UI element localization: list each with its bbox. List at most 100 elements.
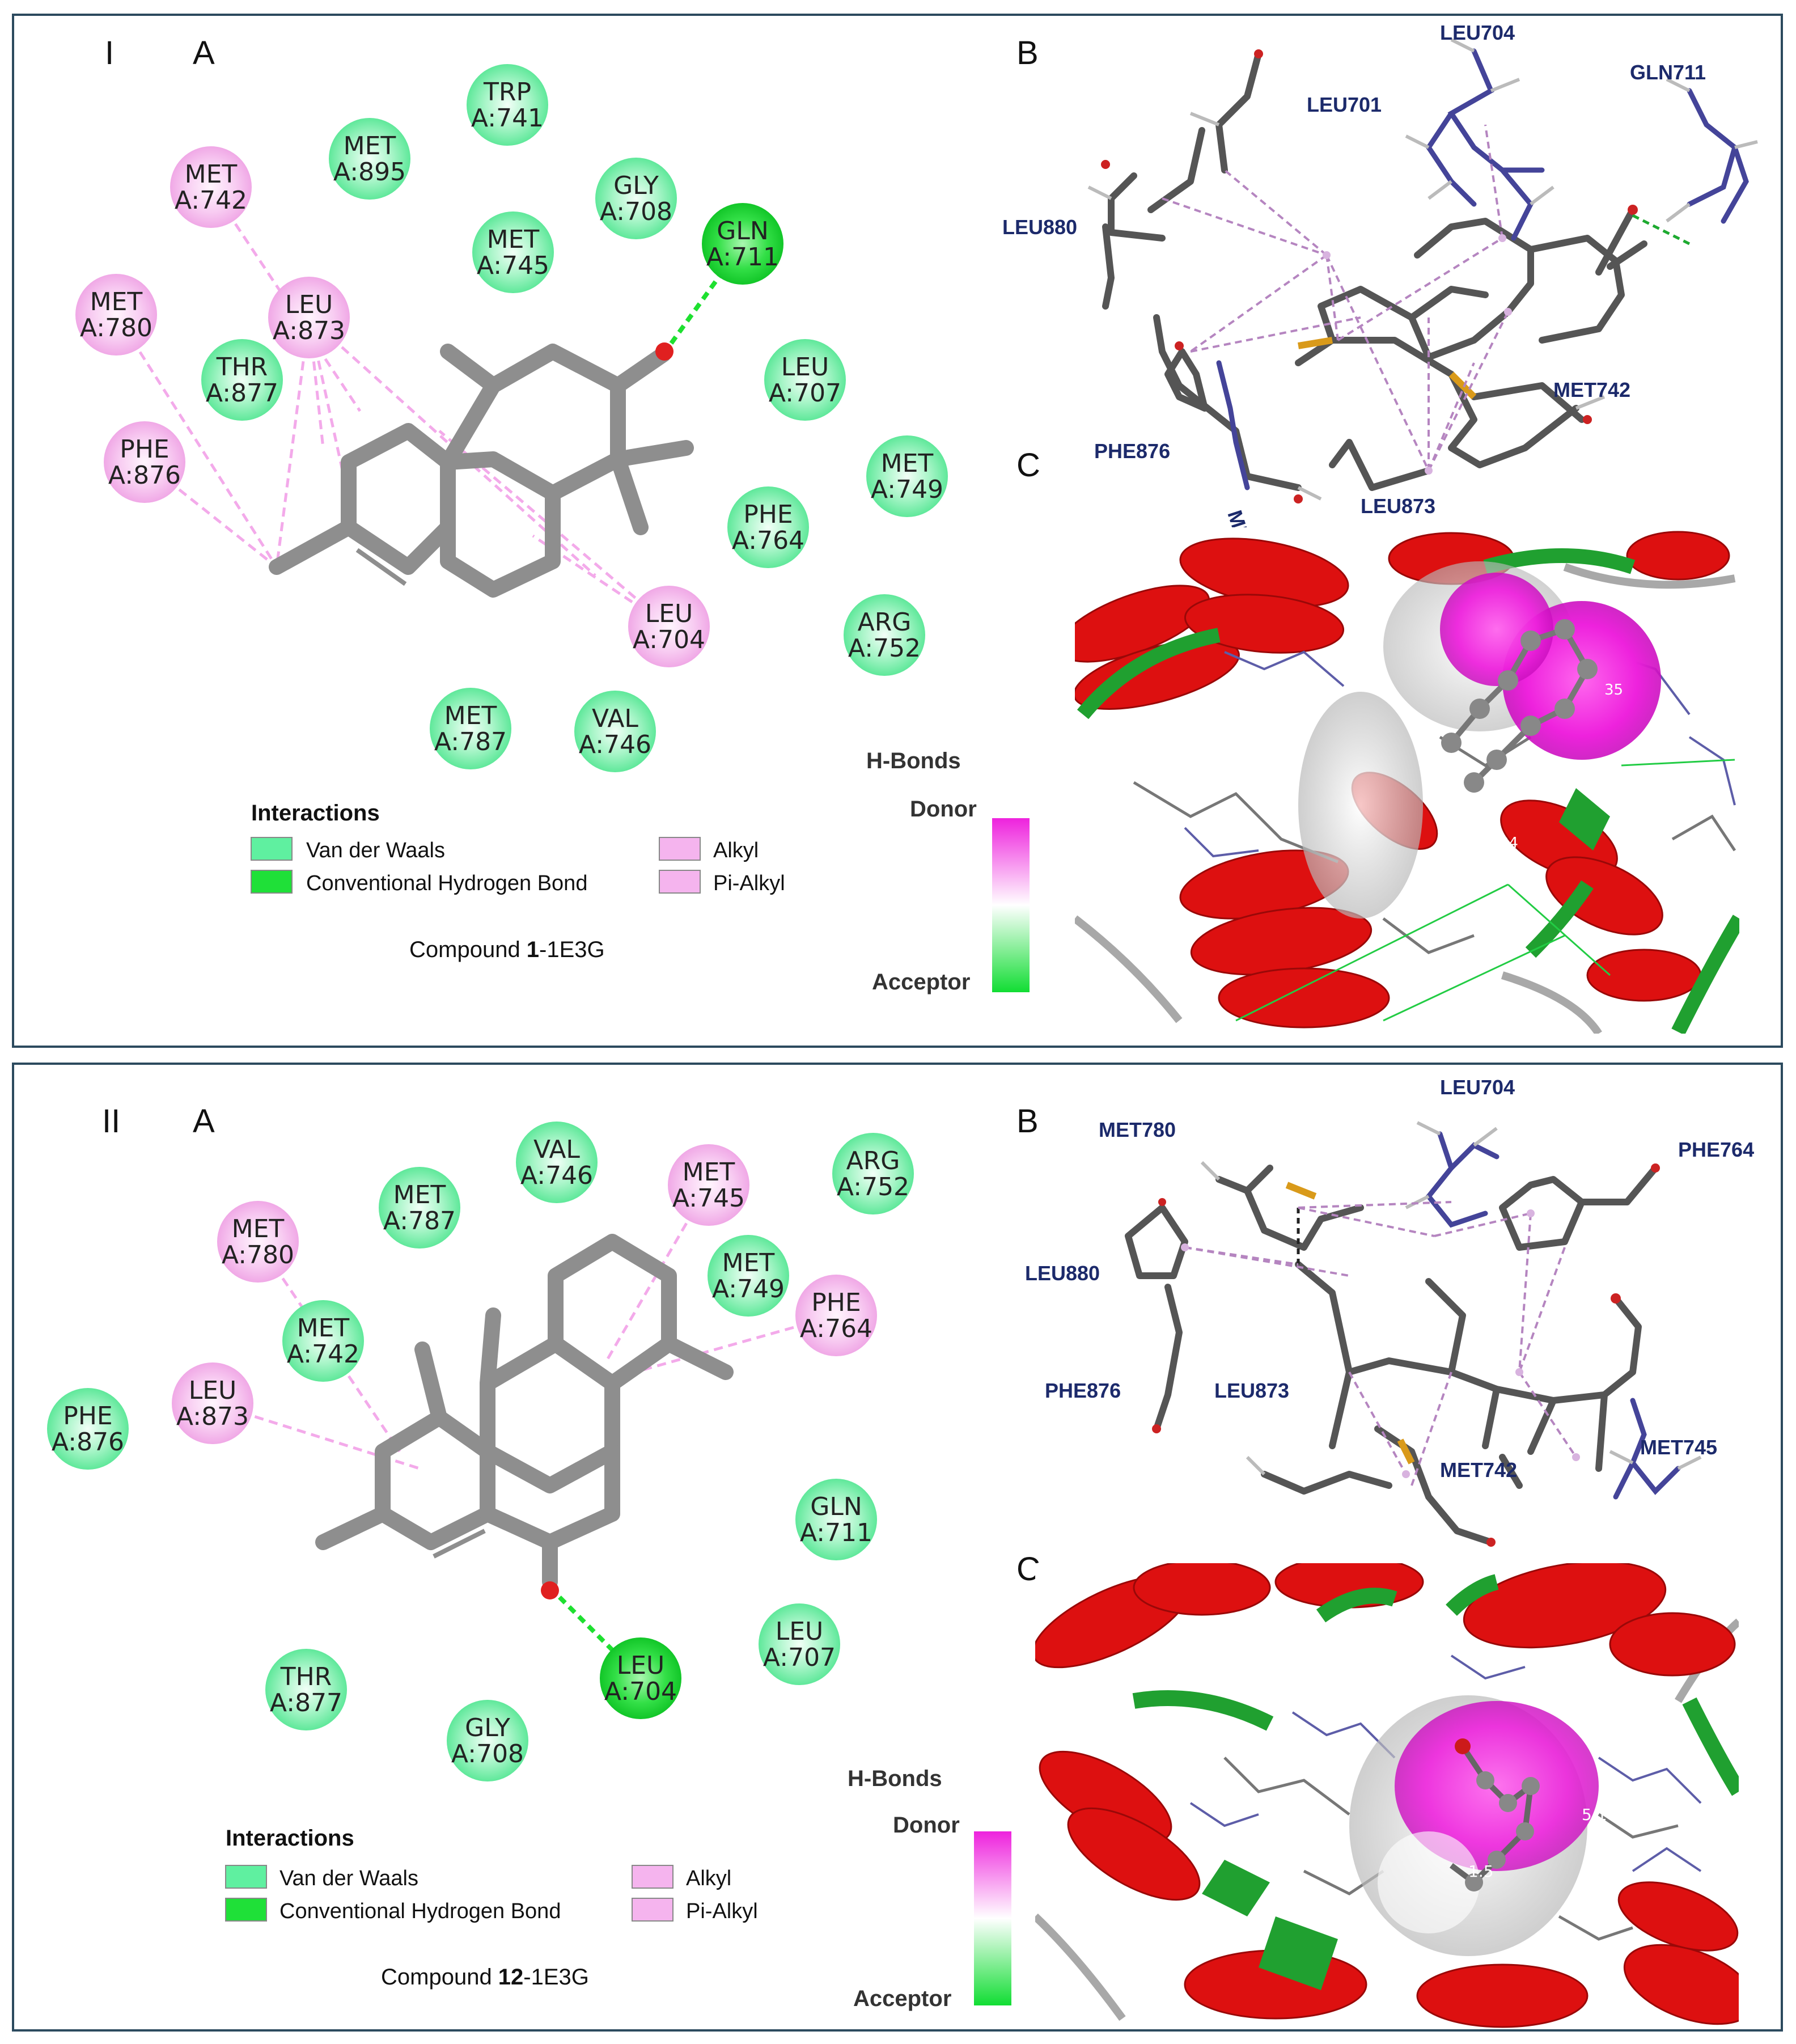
residue-disc bbox=[467, 64, 548, 146]
residue-disc bbox=[47, 1388, 129, 1470]
residue-name: MET bbox=[185, 160, 238, 189]
residue-disc bbox=[217, 1201, 299, 1283]
residue-id: A:752 bbox=[837, 1173, 909, 1201]
residue-name: MET bbox=[881, 449, 934, 478]
b-label: LEU704 bbox=[1440, 21, 1515, 44]
residue-name: PHE bbox=[63, 1402, 112, 1431]
hbond-scale-acceptor: Acceptor bbox=[872, 970, 970, 995]
b-label: LEU873 bbox=[1361, 494, 1435, 518]
residue-id: A:752 bbox=[848, 634, 921, 663]
residue-id: A:711 bbox=[800, 1518, 872, 1547]
panel-II-residues: VALA:746ARGA:752META:787META:745META:780… bbox=[47, 1122, 914, 1781]
residue-id: A:708 bbox=[451, 1740, 524, 1768]
residue-id: A:742 bbox=[287, 1340, 359, 1369]
residue-name: MET bbox=[297, 1314, 350, 1343]
residue-name: MET bbox=[683, 1158, 735, 1187]
residue-disc bbox=[702, 203, 783, 285]
residue-disc bbox=[329, 118, 410, 200]
residue-disc bbox=[795, 1479, 877, 1560]
panel-II-3d-render: 5.1 1.5 bbox=[1035, 1563, 1739, 2029]
panel-II-roman-label: II bbox=[102, 1103, 120, 1140]
panel-I-3d-sticks bbox=[1087, 38, 1758, 503]
panel-II-b-residue-labels: MET780 LEU704 PHE764 LEU880 PHE876 LEU87… bbox=[1025, 1076, 1754, 1482]
residue-id: A:749 bbox=[871, 475, 943, 504]
distance-label: 1.5 bbox=[1468, 1862, 1494, 1881]
residue-id: A:787 bbox=[434, 727, 507, 756]
b-label: LEU704 bbox=[1440, 1076, 1515, 1099]
residue-name: MET bbox=[722, 1249, 775, 1277]
residue-name: VAL bbox=[592, 704, 638, 733]
panel-I-roman-label: I bbox=[105, 35, 114, 71]
panel-I-B-label: B bbox=[1016, 35, 1039, 71]
legend-swatch-alkyl bbox=[659, 837, 701, 861]
distance-label: 35 bbox=[1604, 682, 1623, 699]
residue-id: A:876 bbox=[52, 1428, 124, 1457]
residue-id: A:895 bbox=[333, 158, 406, 187]
panel-II-caption: Compound 12-1E3G bbox=[381, 1965, 589, 1990]
panel-II-oxygen-atom bbox=[541, 1581, 559, 1599]
residue-disc bbox=[104, 421, 185, 503]
b-label: LEU880 bbox=[1025, 1262, 1100, 1285]
residue-disc bbox=[574, 691, 656, 772]
residue-id: A:780 bbox=[222, 1241, 294, 1269]
residue-disc bbox=[447, 1700, 528, 1781]
residue-disc bbox=[75, 274, 157, 356]
residue-disc bbox=[172, 1362, 253, 1444]
hbond-scale-gradient bbox=[992, 818, 1030, 992]
hbond-scale-title: H-Bonds bbox=[866, 748, 961, 773]
panel-I-hbond-scale: H-Bonds Donor Acceptor bbox=[866, 748, 1030, 995]
residue-name: GLY bbox=[613, 171, 659, 200]
panel-I-ligand bbox=[269, 344, 694, 598]
residue-id: A:745 bbox=[672, 1184, 745, 1213]
legend-title: Interactions bbox=[226, 1826, 354, 1851]
residue-name: THR bbox=[280, 1662, 332, 1691]
panel-I-A-label: A bbox=[193, 35, 215, 71]
residue-name: LEU bbox=[285, 290, 333, 319]
panel-I-C-label: C bbox=[1016, 447, 1040, 484]
legend-swatch-alkyl bbox=[632, 1865, 674, 1889]
legend-label-hbond: Conventional Hydrogen Bond bbox=[279, 1899, 561, 1923]
residue-id: A:704 bbox=[604, 1677, 677, 1706]
panel-I-residues: TRPA:741META:895META:742GLYA:708GLNA:711… bbox=[75, 64, 948, 772]
residue-disc bbox=[430, 688, 511, 769]
legend-swatch-hbond bbox=[225, 1898, 267, 1922]
residue-name: PHE bbox=[120, 435, 169, 464]
panel-II-3d-sticks bbox=[1125, 1121, 1702, 1547]
residue-id: A:746 bbox=[520, 1161, 593, 1190]
panel-II-A-label: A bbox=[193, 1103, 215, 1140]
panel-II-legend: Interactions Van der Waals Conventional … bbox=[225, 1826, 758, 1990]
residue-disc bbox=[472, 211, 554, 293]
residue-disc bbox=[282, 1300, 364, 1382]
b-label: MET780 bbox=[1099, 1118, 1176, 1141]
residue-disc bbox=[708, 1235, 789, 1317]
b-label: MET742 bbox=[1440, 1458, 1517, 1482]
residue-name: LEU bbox=[617, 1651, 665, 1680]
residue-id: A:877 bbox=[270, 1688, 342, 1717]
panel-I-double-bond bbox=[355, 548, 407, 586]
residue-name: LEU bbox=[781, 353, 829, 382]
panel-II-ligand bbox=[315, 1234, 734, 1590]
legend-label-hbond: Conventional Hydrogen Bond bbox=[306, 871, 587, 895]
hbond-scale-acceptor: Acceptor bbox=[853, 1986, 951, 2011]
residue-disc bbox=[595, 158, 677, 239]
residue-disc bbox=[668, 1144, 749, 1226]
residue-name: LEU bbox=[189, 1376, 237, 1405]
residue-disc bbox=[764, 339, 846, 421]
residue-name: GLN bbox=[717, 217, 769, 246]
